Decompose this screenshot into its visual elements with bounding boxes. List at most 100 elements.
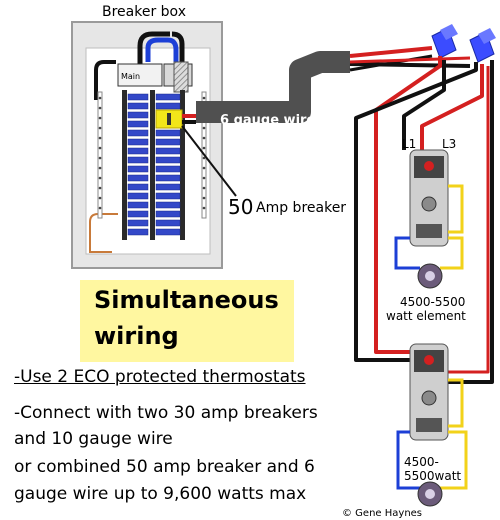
service-neutral-wire	[145, 37, 179, 64]
black-feed-wire	[354, 62, 478, 362]
lower-yellow-wire	[440, 430, 468, 490]
branch-breaker-left	[127, 111, 149, 119]
lower-dial	[421, 390, 437, 406]
l3-label: L3	[442, 137, 456, 151]
branch-breaker-right	[155, 210, 181, 218]
branch-breaker-right	[155, 129, 181, 137]
lower-yellow-jumper	[448, 378, 464, 428]
neutral-screw	[98, 186, 102, 190]
bus-bar-center	[150, 90, 155, 240]
branch-breaker-left	[127, 210, 149, 218]
lower-element	[417, 481, 443, 507]
upper-reset-button	[424, 161, 434, 171]
l1-label: L1	[402, 137, 416, 151]
branch-breaker-left	[127, 183, 149, 191]
branch-breaker-left	[127, 102, 149, 110]
lower-element-label-line2: 5500watt	[404, 469, 461, 483]
fifty-amp-breaker-handle	[167, 113, 171, 125]
branch-breaker-left	[127, 147, 149, 155]
upper-element-label-line1: 4500-5500	[400, 295, 465, 309]
neutral-screw	[202, 206, 206, 210]
upper-dial	[421, 196, 437, 212]
supply-red-wire	[349, 46, 433, 58]
branch-breaker-right	[155, 183, 181, 191]
upper-thermostat	[394, 149, 464, 270]
branch-breaker-left	[127, 228, 149, 236]
branch-breaker-left	[127, 174, 149, 182]
breaker-box-label: Breaker box	[102, 4, 186, 20]
breaker-box: Main OFF	[71, 21, 223, 269]
supply-black-wire	[349, 62, 471, 68]
upper-blue-wire	[394, 236, 420, 270]
neutral-screw	[98, 206, 102, 210]
supply-red-wire-2	[349, 56, 471, 64]
branch-breaker-left	[127, 201, 149, 209]
lower-element-center	[425, 489, 435, 499]
branch-breaker-right	[155, 102, 181, 110]
red-lower-right-wire	[448, 66, 490, 374]
branch-breaker-right	[155, 138, 181, 146]
branch-breaker-left	[127, 219, 149, 227]
red-l3-wire	[420, 64, 484, 150]
neutral-screw	[98, 156, 102, 160]
wire-nut-right	[469, 28, 496, 63]
neutral-screw	[202, 186, 206, 190]
neutral-screw	[98, 106, 102, 110]
neutral-screw	[98, 196, 102, 200]
branch-breaker-left	[127, 129, 149, 137]
upper-yellow-jumper	[448, 184, 464, 234]
neutral-screw	[98, 116, 102, 120]
branch-breaker-right	[155, 93, 181, 101]
title-line-2: wiring	[94, 322, 179, 350]
wire-nut-left	[431, 24, 458, 59]
bus-bar-right	[180, 90, 185, 240]
branch-breaker-left	[127, 138, 149, 146]
neutral-screw	[98, 136, 102, 140]
branch-breaker-right	[155, 228, 181, 236]
amp-breaker-label: Amp breaker	[256, 200, 346, 216]
branch-breaker-right	[155, 147, 181, 155]
neutral-screw	[202, 176, 206, 180]
branch-breaker-left	[127, 93, 149, 101]
branch-breaker-left	[127, 165, 149, 173]
upper-element-label-line2: watt element	[386, 309, 466, 323]
branch-breaker-right	[155, 174, 181, 182]
lower-reset-button	[424, 355, 434, 365]
neutral-screw	[202, 146, 206, 150]
lower-element-label-line1: 4500-	[404, 455, 439, 469]
title-highlight	[80, 280, 294, 362]
upper-element-center	[425, 271, 435, 281]
service-hot-wire-2	[171, 31, 185, 64]
branch-breaker-right	[155, 165, 181, 173]
branch-breaker-right	[155, 219, 181, 227]
black-l1-wire	[402, 60, 446, 150]
connect-note-line-2: and 10 gauge wire	[14, 429, 173, 449]
gray-sheath-cable	[196, 51, 350, 123]
neutral-screw	[202, 196, 206, 200]
connect-note-line-1: -Connect with two 30 amp breakers	[14, 403, 318, 423]
branch-breakers	[127, 93, 181, 236]
upper-yellow-wire	[440, 236, 464, 270]
neutral-screw	[98, 146, 102, 150]
branch-breaker-left	[127, 192, 149, 200]
neutral-bar-left	[97, 91, 103, 219]
connect-note-line-3: or combined 50 amp breaker and 6	[14, 457, 315, 477]
main-breaker	[117, 63, 163, 87]
lower-thermostat	[396, 343, 468, 490]
wire-nut-left-tip	[440, 24, 458, 40]
branch-breaker-left	[127, 120, 149, 128]
bus-plate	[173, 61, 189, 93]
branch-breaker-right	[155, 192, 181, 200]
lower-blue-wire	[396, 430, 420, 490]
neutral-screw	[98, 166, 102, 170]
panel-feed-wire	[94, 60, 116, 100]
supply-cable: 6 gauge wire	[182, 46, 471, 128]
credit-label: © Gene Haynes	[342, 508, 422, 519]
breaker-pointer-line	[181, 125, 237, 197]
six-gauge-wire-label: 6 gauge wire	[220, 113, 315, 128]
branch-breaker-right	[155, 201, 181, 209]
wire-nut-right-tip	[478, 28, 496, 44]
neutral-screw	[202, 166, 206, 170]
neutral-screw	[98, 126, 102, 130]
thermostat-note: -Use 2 ECO protected thermostats	[14, 367, 306, 387]
